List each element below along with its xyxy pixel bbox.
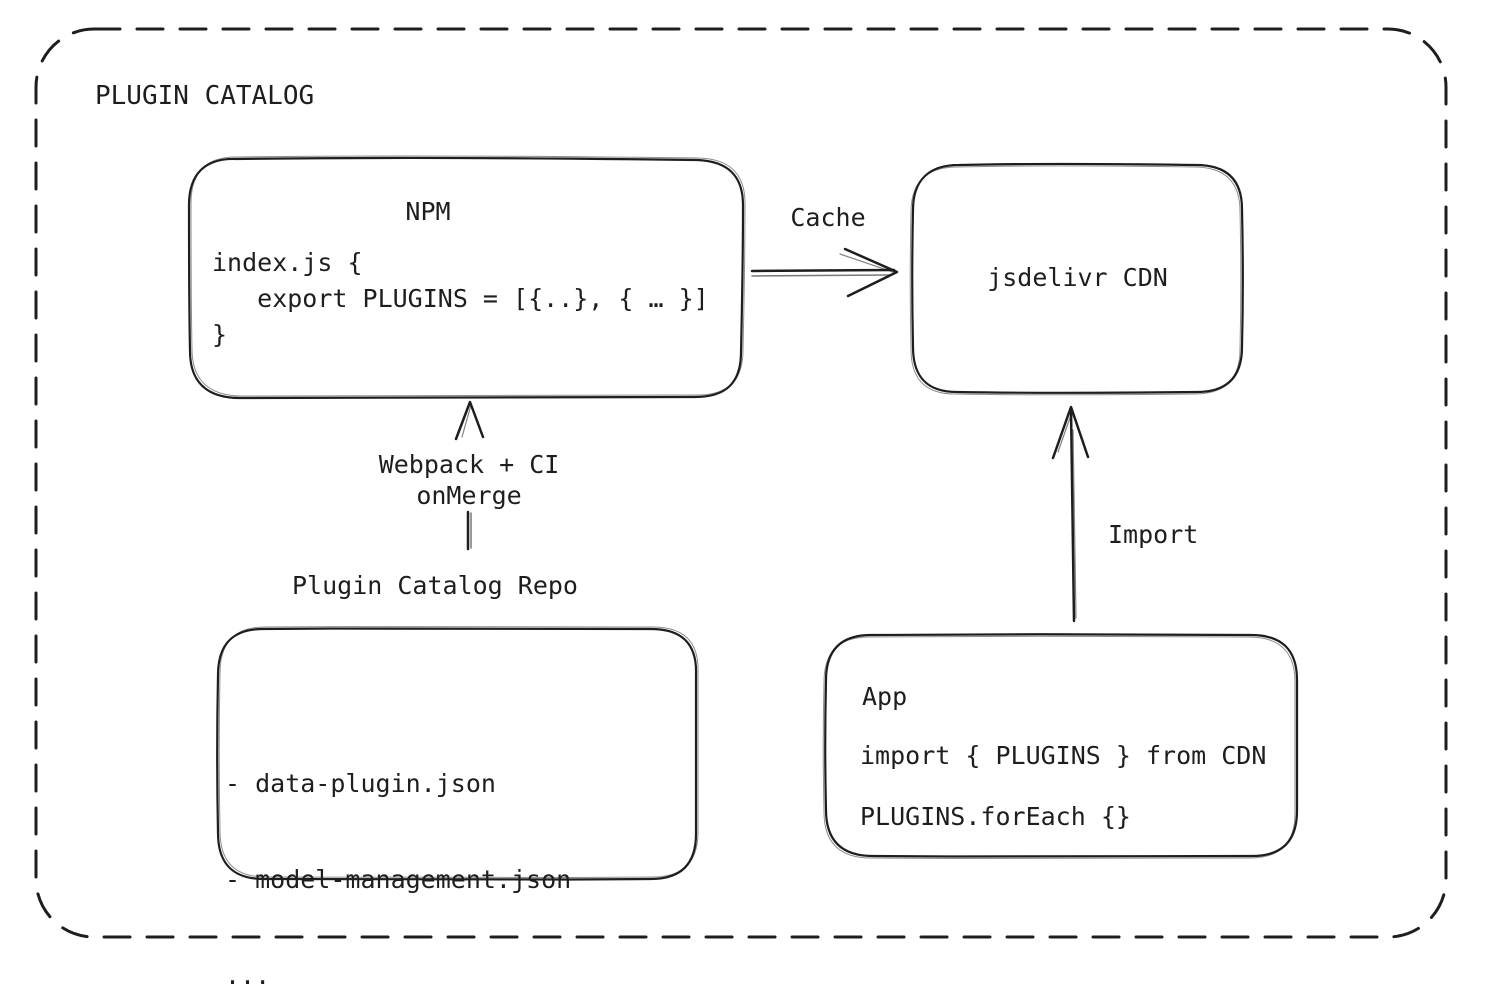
repo-file-item: ... bbox=[225, 961, 271, 990]
repo-title: Plugin Catalog Repo bbox=[292, 571, 578, 600]
cache-arrowhead-icon bbox=[843, 247, 899, 298]
plugin-catalog-boundary bbox=[34, 27, 1448, 939]
import-arrow-label: Import bbox=[1108, 520, 1199, 549]
app-title: App bbox=[862, 682, 908, 711]
cdn-box bbox=[909, 162, 1244, 396]
repo-file-item: - model-management.json bbox=[225, 865, 572, 894]
build-arrow-label: Webpack + CI onMerge bbox=[378, 450, 560, 510]
app-box bbox=[822, 633, 1299, 860]
app-code-line: PLUGINS.forEach {} bbox=[860, 802, 1131, 831]
cache-arrow bbox=[750, 247, 899, 298]
app-code-line: import { PLUGINS } from CDN bbox=[860, 741, 1267, 770]
cache-arrow-label: Cache bbox=[790, 203, 866, 232]
repo-file-item: - data-plugin.json bbox=[225, 769, 496, 798]
npm-code: index.js { export PLUGINS = [{..}, { … }… bbox=[212, 248, 709, 349]
diagram-title: PLUGIN CATALOG bbox=[95, 81, 315, 111]
import-arrow bbox=[1051, 405, 1090, 623]
repo-file-list: - data-plugin.json - model-management.js… bbox=[225, 704, 571, 1002]
npm-box bbox=[187, 155, 746, 400]
import-arrowhead-icon bbox=[1051, 405, 1090, 460]
npm-title: NPM bbox=[405, 197, 451, 226]
build-arrowhead-icon bbox=[454, 400, 485, 441]
build-arrow bbox=[454, 400, 485, 551]
repo-box bbox=[216, 625, 699, 881]
cdn-label: jsdelivr CDN bbox=[987, 263, 1168, 292]
